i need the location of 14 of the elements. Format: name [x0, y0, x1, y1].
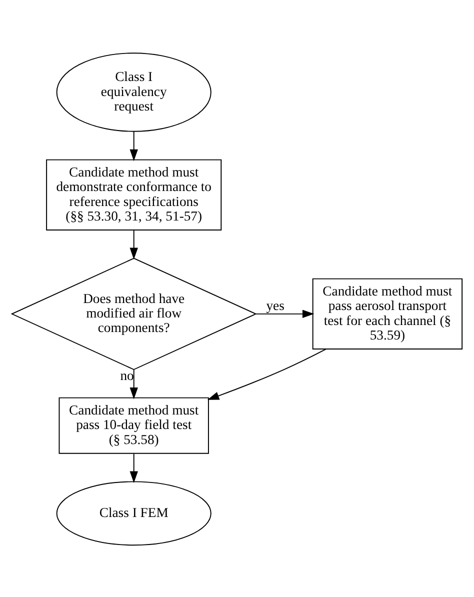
node-box: Candidate method must pass 10-day field test (§ 53.58) — [58, 396, 209, 454]
edge-label: yes — [266, 298, 284, 313]
arrow — [130, 130, 138, 161]
node-diamond: Does method have modified air flow components? — [10, 257, 257, 370]
arrow — [130, 452, 138, 483]
node-ellipse: Class I equivalency request — [56, 52, 212, 132]
arrow — [255, 309, 314, 318]
node-box: Candidate method must demonstrate conformance to reference specifications (§§ 53.30, 31, 34, 51-57) — [46, 158, 222, 230]
edge-label: no — [120, 368, 134, 383]
node-box: Candidate method must pass aerosol transport test for each channel (§ 53.59) — [312, 278, 463, 350]
arrow — [130, 229, 138, 260]
node-ellipse: Class I FEM — [56, 480, 212, 546]
arrow — [130, 368, 138, 399]
arrow — [207, 348, 327, 400]
